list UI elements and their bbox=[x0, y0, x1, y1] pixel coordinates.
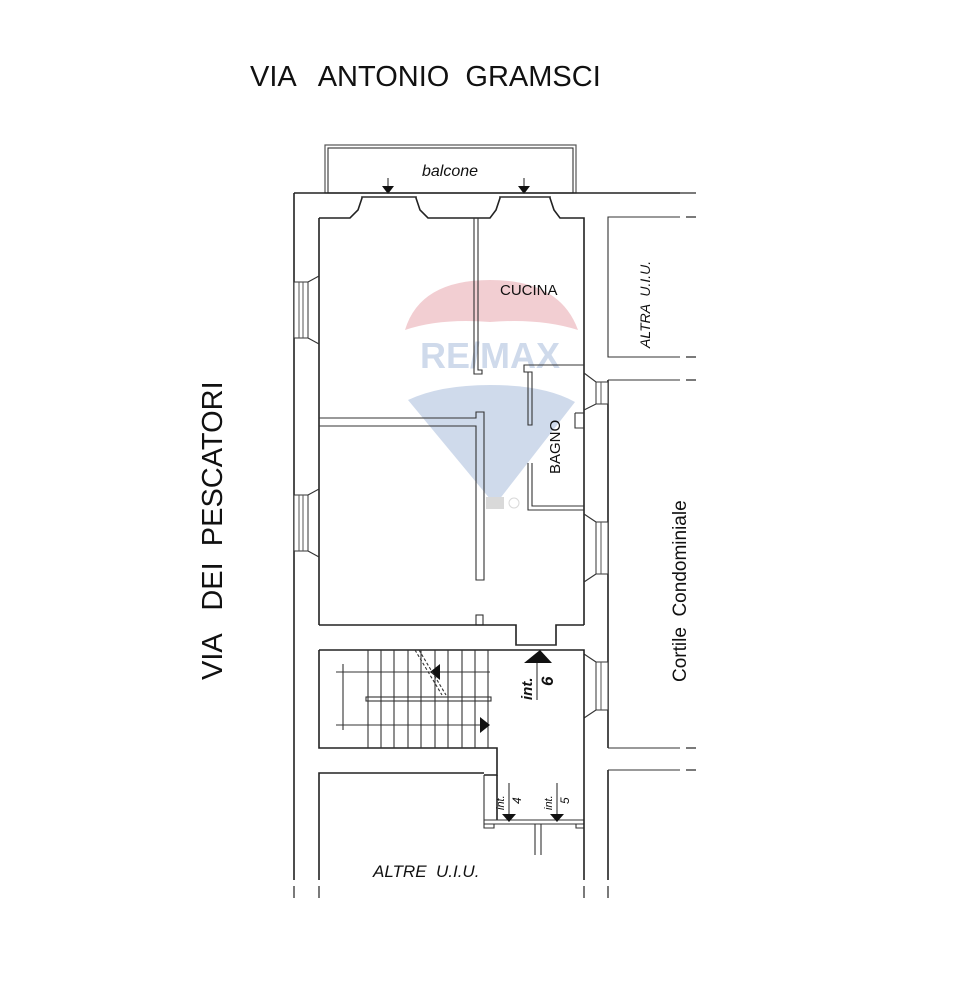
balcony-label: balcone bbox=[422, 163, 478, 180]
landing bbox=[483, 748, 585, 880]
entrance-int-6-number: 6 bbox=[538, 676, 557, 686]
arrow-left-icon bbox=[430, 664, 440, 680]
arrow-down-icon bbox=[550, 814, 564, 822]
arrow-down-icon bbox=[502, 814, 516, 822]
entrance-int-4: int. 4 bbox=[495, 783, 524, 822]
balcony: balcone bbox=[324, 144, 577, 194]
room-label-bathroom: BAGNO bbox=[547, 420, 564, 474]
window-right-1 bbox=[583, 372, 609, 411]
entrance-int-5-number: 5 bbox=[558, 797, 572, 804]
window-right-2 bbox=[583, 513, 609, 583]
entrance-int-4-prefix: int. bbox=[495, 795, 507, 810]
entrance-int-4-number: 4 bbox=[510, 797, 524, 804]
arrow-down-icon bbox=[518, 186, 530, 194]
courtyard-label: Cortile Condominiale bbox=[670, 500, 691, 682]
other-units-bottom: ALTRE U.I.U. bbox=[293, 772, 609, 898]
other-units-bottom-label: ALTRE U.I.U. bbox=[372, 862, 479, 881]
room-label-kitchen: CUCINA bbox=[500, 282, 558, 299]
window-left-1 bbox=[293, 275, 320, 345]
entrance-int-5-prefix: int. bbox=[543, 795, 555, 810]
arrow-up-icon bbox=[524, 650, 552, 663]
entrance-int-5: int. 5 bbox=[543, 783, 572, 822]
arrow-down-icon bbox=[382, 186, 394, 194]
street-label-top: VIA ANTONIO GRAMSCI bbox=[250, 61, 601, 93]
window-right-3 bbox=[583, 653, 609, 719]
watermark-text: RE/MAX bbox=[420, 335, 560, 376]
arrow-right-icon bbox=[480, 717, 490, 733]
entrance-int-6-prefix: int. bbox=[519, 678, 536, 701]
other-unit-right-label: ALTRA U.I.U. bbox=[637, 261, 653, 349]
window-left-2 bbox=[293, 488, 320, 558]
stairwell bbox=[318, 649, 585, 776]
other-unit-right: ALTRA U.I.U. bbox=[607, 216, 696, 771]
entrance-int-6: int. 6 bbox=[519, 650, 557, 700]
interior-walls bbox=[319, 218, 584, 646]
remax-watermark: RE/MAX bbox=[405, 280, 578, 509]
street-label-left: VIA DEI PESCATORI bbox=[197, 381, 229, 680]
